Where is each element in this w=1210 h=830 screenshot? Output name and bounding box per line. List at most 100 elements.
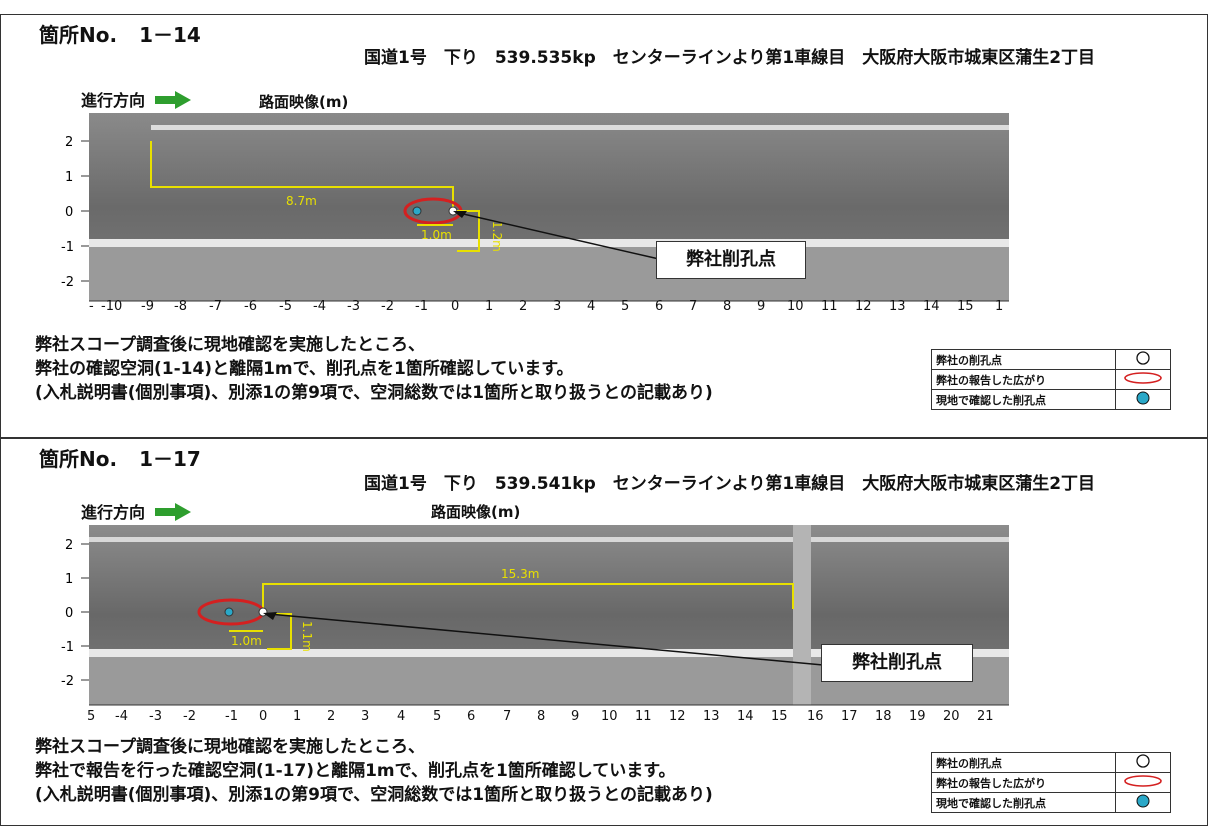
x-tick-label: 8 [723, 299, 732, 314]
legend-row: 弊社の報告した広がり [931, 369, 1171, 390]
section-title: 箇所No. 1－17 [39, 443, 201, 472]
field-confirmed-point [224, 607, 234, 617]
x-tick-label: -4 [115, 709, 128, 724]
legend-label: 弊社の削孔点 [931, 349, 1116, 370]
dimension-label: 1.0m [421, 228, 452, 242]
x-tick-label: 11 [635, 709, 652, 724]
x-tick-label: 3 [361, 709, 370, 724]
x-tick-label: 12 [855, 299, 872, 314]
x-tick-label: -2 [183, 709, 196, 724]
location-number: 1－14 [139, 23, 201, 47]
x-tick-label: 13 [889, 299, 906, 314]
section-1-14: 箇所No.1－14 国道1号 下り 539.535kp センターラインより第1車… [0, 14, 1208, 438]
x-tick-label: 1 [995, 299, 1004, 314]
x-tick-label: 15 [771, 709, 788, 724]
x-tick-label: -1 [415, 299, 428, 314]
x-tick-label: 0 [259, 709, 268, 724]
x-tick-label: 6 [655, 299, 664, 314]
note-line: 弊社スコープ調査後に現地確認を実施したところ、 [35, 335, 425, 355]
note-line: 弊社の確認空洞(1-14)と離隔1mで、削孔点を1箇所確認しています。 [35, 359, 574, 379]
y-tick-label: 2 [65, 538, 73, 553]
field-confirmed-point [412, 206, 422, 216]
white-circle-icon [1115, 752, 1171, 773]
direction-text: 進行方向 [81, 503, 146, 522]
x-tick-label: 9 [757, 299, 766, 314]
direction-label: 進行方向 [81, 499, 191, 525]
x-axis-1: - -10 -9 -8 -7 -6 -5 -4 -3 -2 -1 0 1 2 3… [1, 299, 1011, 317]
title-prefix: 箇所No. [39, 23, 118, 47]
dimension-1-0m: 1.0m [229, 630, 263, 648]
title-prefix: 箇所No. [39, 447, 118, 471]
x-tick-label: 19 [909, 709, 926, 724]
x-tick-label: 4 [397, 709, 406, 724]
x-tick-label: -10 [101, 299, 123, 314]
section-1-17: 箇所No. 1－17 国道1号 下り 539.541kp センターラインより第1車… [0, 438, 1208, 826]
road-image-1: 2 1 0 -1 -2 8.7m 1.0m 1.2m [61, 113, 1009, 302]
blue-dot-icon [1115, 389, 1171, 410]
note-line: (入札説明書(個別事項)、別添1の第9項で、空洞総数では1箇所と取り扱うとの記載… [35, 785, 713, 805]
lane-line-bottom [89, 239, 1009, 247]
y-tick-label: 1 [65, 170, 73, 185]
direction-text: 進行方向 [81, 91, 146, 110]
legend-label: 現地で確認した削孔点 [931, 792, 1116, 813]
callout-arrow [458, 212, 660, 260]
x-tick-label: 4 [587, 299, 596, 314]
note-line: 弊社スコープ調査後に現地確認を実施したところ、 [35, 737, 425, 757]
y-tick-label: -2 [61, 275, 74, 290]
y-tick-label: 0 [65, 205, 73, 220]
location-text: 国道1号 下り 539.541kp センターラインより第1車線目 大阪府大阪市城… [364, 474, 1096, 494]
legend-label: 弊社の削孔点 [931, 752, 1116, 773]
x-axis-2: 5 -4 -3 -2 -1 0 1 2 3 4 5 6 7 8 9 10 11 … [1, 709, 1011, 727]
x-tick-label: 20 [943, 709, 960, 724]
red-ellipse-icon [1115, 369, 1171, 390]
x-tick-label: -8 [174, 299, 187, 314]
x-tick-label: 0 [451, 299, 460, 314]
x-tick-label: 18 [875, 709, 892, 724]
x-tick-label: -6 [244, 299, 257, 314]
legend-label: 弊社の報告した広がり [931, 772, 1116, 793]
image-label: 路面映像(m) [431, 503, 521, 521]
x-tick-label: 8 [537, 709, 546, 724]
x-tick-label: 7 [689, 299, 698, 314]
x-tick-label: -2 [381, 299, 394, 314]
dimension-label: 15.3m [501, 567, 539, 581]
x-tick-label: 11 [821, 299, 838, 314]
section-title: 箇所No. 1－14 [39, 19, 201, 48]
blue-dot-icon [1115, 792, 1171, 813]
callout-box: 弊社削孔点 [656, 241, 806, 279]
legend-row: 弊社の報告した広がり [931, 772, 1171, 793]
x-tick-label: 14 [923, 299, 940, 314]
x-tick-label: 9 [571, 709, 580, 724]
x-tick-label: -9 [141, 299, 154, 314]
x-tick-label: -7 [209, 299, 222, 314]
x-tick-label: 2 [519, 299, 528, 314]
x-tick-label: 10 [787, 299, 804, 314]
y-axis: 2 1 0 -1 -2 [61, 538, 89, 689]
location-number: 1－17 [139, 447, 201, 471]
x-tick-label: 10 [601, 709, 618, 724]
legend-table: 弊社の削孔点 弊社の報告した広がり 現地で確認した削孔点 [931, 349, 1171, 410]
note-text: 弊社スコープ調査後に現地確認を実施したところ、 弊社の確認空洞(1-14)と離隔… [35, 333, 713, 405]
legend-row: 現地で確認した削孔点 [931, 792, 1171, 813]
x-tick-label: 12 [669, 709, 686, 724]
dimension-1-2m: 1.2m [457, 210, 504, 252]
x-tick-label: 14 [737, 709, 754, 724]
note-line: (入札説明書(個別事項)、別添1の第9項で、空洞総数では1箇所と取り扱うとの記載… [35, 383, 713, 403]
callout-arrow-head-icon [263, 612, 277, 620]
dimension-label: 1.0m [231, 634, 262, 648]
x-tick-label: 15 [957, 299, 974, 314]
callout-arrow [268, 613, 824, 666]
y-tick-label: 0 [65, 606, 73, 621]
callout-box: 弊社削孔点 [821, 644, 973, 682]
x-tick-label: 13 [703, 709, 720, 724]
x-tick-label: 16 [807, 709, 824, 724]
x-tick-label: 3 [553, 299, 562, 314]
dimension-1-0m: 1.0m [417, 224, 453, 242]
dimension-label: 1.1m [300, 621, 314, 652]
lane-line-top [151, 125, 1009, 130]
x-tick-label: 6 [467, 709, 476, 724]
x-tick-label: 7 [503, 709, 512, 724]
dimension-1-1m: 1.1m [267, 613, 314, 652]
legend-label: 弊社の報告した広がり [931, 369, 1116, 390]
x-tick-label: 21 [977, 709, 994, 724]
